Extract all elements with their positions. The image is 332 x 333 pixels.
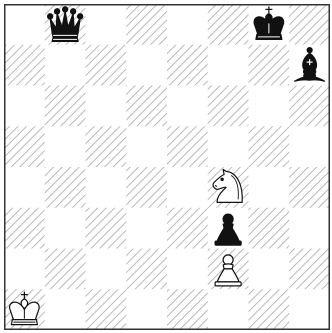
square-a5[interactable] — [4, 126, 45, 167]
square-a2[interactable] — [4, 249, 45, 290]
square-c4[interactable] — [86, 167, 127, 208]
square-d7[interactable] — [126, 45, 167, 86]
square-f6[interactable] — [208, 86, 249, 127]
square-e6[interactable] — [167, 86, 208, 127]
board-svg — [4, 4, 330, 330]
square-c7[interactable] — [86, 45, 127, 86]
square-h6[interactable] — [289, 86, 330, 127]
square-d3[interactable] — [126, 208, 167, 249]
square-g1[interactable] — [249, 289, 290, 330]
square-h1[interactable] — [289, 289, 330, 330]
square-a4[interactable] — [4, 167, 45, 208]
square-h4[interactable] — [289, 167, 330, 208]
chessboard — [4, 4, 330, 330]
square-d6[interactable] — [126, 86, 167, 127]
square-e4[interactable] — [167, 167, 208, 208]
square-b5[interactable] — [45, 126, 86, 167]
square-e8[interactable] — [167, 4, 208, 45]
square-a7[interactable] — [4, 45, 45, 86]
square-e2[interactable] — [167, 249, 208, 290]
square-g4[interactable] — [249, 167, 290, 208]
square-d5[interactable] — [126, 126, 167, 167]
square-h5[interactable] — [289, 126, 330, 167]
square-d8[interactable] — [126, 4, 167, 45]
square-e7[interactable] — [167, 45, 208, 86]
square-b1[interactable] — [45, 289, 86, 330]
square-d4[interactable] — [126, 167, 167, 208]
square-e3[interactable] — [167, 208, 208, 249]
square-g3[interactable] — [249, 208, 290, 249]
square-h2[interactable] — [289, 249, 330, 290]
square-d1[interactable] — [126, 289, 167, 330]
squares-layer — [4, 4, 330, 330]
square-g7[interactable] — [249, 45, 290, 86]
square-c5[interactable] — [86, 126, 127, 167]
square-f8[interactable] — [208, 4, 249, 45]
square-a3[interactable] — [4, 208, 45, 249]
square-b4[interactable] — [45, 167, 86, 208]
square-e1[interactable] — [167, 289, 208, 330]
square-b7[interactable] — [45, 45, 86, 86]
square-h8[interactable] — [289, 4, 330, 45]
square-g6[interactable] — [249, 86, 290, 127]
square-e5[interactable] — [167, 126, 208, 167]
square-a6[interactable] — [4, 86, 45, 127]
square-b6[interactable] — [45, 86, 86, 127]
square-b3[interactable] — [45, 208, 86, 249]
square-g2[interactable] — [249, 249, 290, 290]
square-f1[interactable] — [208, 289, 249, 330]
square-c3[interactable] — [86, 208, 127, 249]
square-b2[interactable] — [45, 249, 86, 290]
square-c2[interactable] — [86, 249, 127, 290]
square-a8[interactable] — [4, 4, 45, 45]
square-f7[interactable] — [208, 45, 249, 86]
square-c1[interactable] — [86, 289, 127, 330]
square-c8[interactable] — [86, 4, 127, 45]
square-h3[interactable] — [289, 208, 330, 249]
square-d2[interactable] — [126, 249, 167, 290]
square-g5[interactable] — [249, 126, 290, 167]
square-f5[interactable] — [208, 126, 249, 167]
square-c6[interactable] — [86, 86, 127, 127]
